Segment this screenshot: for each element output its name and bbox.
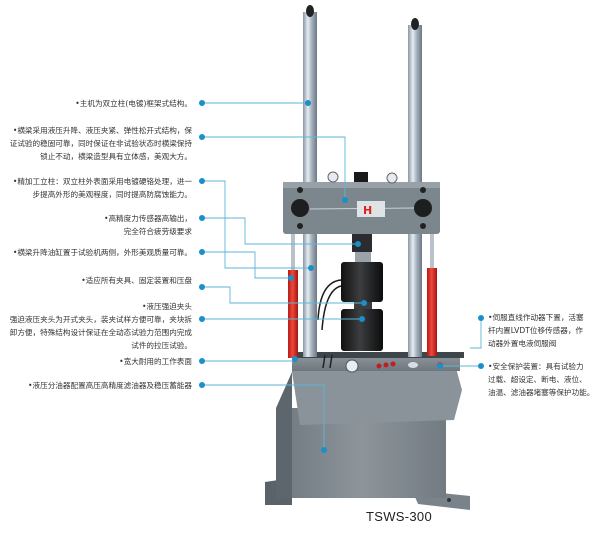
lower-grip	[341, 309, 383, 351]
annotation-manifold: •液压分油器配置高压高精度滤油器及稳压蓄能器	[28, 381, 192, 390]
annotation-safety: •安全保护装置：具有试验力 过载、超设定、断电、液位、 油温、滤油器堵塞等保护功…	[488, 362, 595, 397]
left-lift-cylinder	[288, 270, 298, 358]
annotation-lift-cylinder: •横梁升降油缸置于试验机两侧，外形美观质量可靠。	[12, 248, 192, 257]
annotation-actuator: •伺服直线作动器下置，活塞 杆内置LVDT位移传感器，作 动器外置电液伺服阀	[488, 313, 584, 348]
annotation-columns: •精加工立柱：双立柱外表面采用电镀硬铬处理，进一 步提高外形的美观程度，同时提高…	[12, 177, 192, 199]
upper-grip	[341, 262, 383, 302]
control-bench	[292, 368, 462, 425]
annotation-work-surface: •宽大耐用的工作表面	[119, 357, 192, 366]
annotation-grips: •液压强迫夹头 强迫液压夹头为开式夹头，装夹试样方便可靠，夹块拆 卸方便，特殊结…	[9, 302, 192, 350]
annotation-crosshead: •横梁采用液压升降、液压夹紧、弹性松开式结构，保 证试验的稳固可靠，同时保证在非…	[9, 126, 192, 161]
right-lift-cylinder	[427, 268, 437, 356]
model-label: TSWS-300	[366, 509, 432, 524]
annotation-frame: •主机为双立柱(电镀)框架式结构。	[75, 99, 192, 108]
annotation-load-cell: •高精度力传感器高输出， 完全符合疲劳级要求	[103, 214, 192, 236]
svg-text:H: H	[363, 204, 372, 217]
annotation-fixtures: •适应所有夹具、固定装置和压盘	[81, 276, 192, 285]
nameplate	[357, 201, 385, 217]
